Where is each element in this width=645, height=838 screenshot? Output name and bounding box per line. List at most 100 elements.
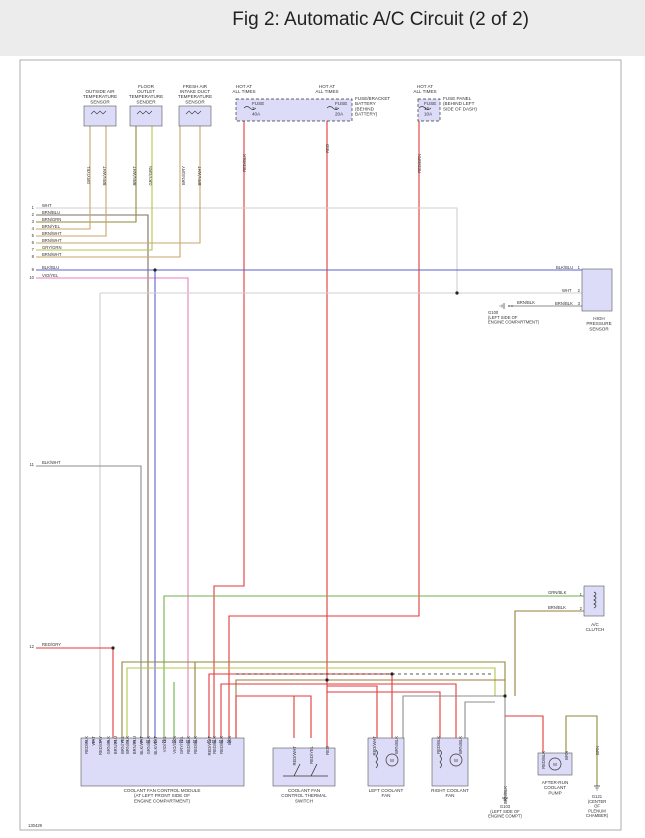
connector-pin-number: 6 [32,240,35,245]
splice-red [325,678,329,682]
thermal-switch-name: SWITCH [295,798,313,803]
wire-label: RED [325,144,330,153]
switch-wire-label: RED/YEL [309,745,314,764]
connector-pin-number: 11 [30,462,35,467]
connector-pin-number: 3 [32,219,35,224]
module-pin-number: 6 [121,739,124,744]
module-pin-wire: BLK/WHT [153,736,158,755]
module-pin-number: 12 [162,739,167,744]
clutch-coil-symbol [593,591,597,609]
ground-g100-label: G100 [488,310,499,315]
right-coolant-fan-name: FAN [446,793,455,798]
connector-pin-wire: BRN/YEL [42,224,61,229]
connector-pin-wire: BLK/WHT [42,460,61,465]
module-pin-number: 9 [140,739,143,744]
connector-pin-number: 2 [32,212,35,217]
connector-pin-wire: BRN/WHT [42,231,62,236]
hps-wire-label: BRN/BLK [555,301,573,306]
sensor-name: TEMPERATURE [129,94,163,99]
module-name: ENGINE COMPARTMENT) [134,798,190,803]
wire-red-blk-right-fan [327,691,441,738]
module-pin-wire: GRY/YEL [179,735,184,754]
thermistor-symbol [185,110,202,115]
fan-wire-label: RED/WHT [372,736,377,756]
wire-brn-blk-right-fan [464,701,495,738]
fan-wire-label: BRN/BLK [458,736,463,754]
switch-symbol [283,763,328,777]
temperature-sensor [129,105,163,127]
fuse-8-label: 8 [335,106,338,111]
resistor-symbol [439,749,442,769]
module-pin-wire: WHT [91,736,96,746]
module-pin-wire: RED/BLK [186,736,191,754]
connector-pin-number: 9 [32,267,35,272]
sensor-wire-label: GRY/YEL [86,165,91,184]
module-pin-number: 8 [133,739,136,744]
high-pressure-sensor-name: SENSOR [589,326,609,331]
module-pin-number: 7 [126,739,129,744]
left-coolant-fan-name: LEFT COOLANT [369,788,404,793]
sensor-name: TEMPERATURE [178,94,212,99]
g103-wire-label: BRN/BLK [503,786,508,804]
thermal-switch [272,747,336,787]
module-pin-number: 2 [92,739,95,744]
fuse-3-label: 3 [252,106,255,111]
sensor-name: INTAKE DUCT [180,89,210,94]
switch-wire-label: RED/WHT [292,746,297,766]
wire-vio-yel [36,277,189,738]
module-pin-number: 18 [212,739,217,744]
fuse-16-label: 10A [424,111,433,116]
high-pressure-sensor-name: HIGH [593,316,604,321]
motor-letter: M [390,758,394,763]
sensor-wire-label: BRN/WHT [197,166,202,186]
pump-name: AFTER-RUN [542,780,569,785]
sensor-name: SENSOR [90,99,110,104]
high-pressure-sensor [581,268,613,312]
hps-pin-number: 3 [578,301,581,306]
wire-brn-wht-2 [36,126,201,244]
motor-letter: M [454,758,458,763]
g121-wire-label: BRN [595,746,600,755]
module-pin-wire: RED/BLK [219,736,224,754]
temperature-sensor [83,105,117,127]
module-pin-number: 11 [153,739,158,744]
wire-red-wht-left-fan [327,685,378,738]
sensor-name: FLOOR [138,84,155,89]
module-pin-number: 1 [85,739,88,744]
fan-wire-label: BRN/BLK [394,736,399,754]
fuse-8-label: 20A [335,111,344,116]
fuse-bracket-location: (BEHIND [355,106,375,111]
clutch-wire-label: BRN/BLK [548,605,566,610]
fuse-16-label: FUSE [424,101,436,106]
after-run-coolant-pump [537,752,573,776]
module-pin-wire: BRN/BLU [132,736,137,754]
wire-brn-blk-left-fan [402,695,505,738]
wire-wht [36,207,458,293]
connector-pin-number: 5 [32,233,35,238]
temperature-sensor [178,105,212,127]
module-pin-wire: GRN/BLK [146,736,151,755]
clutch-wire-label: GRN/BLK [548,590,567,595]
resistor-symbol [375,749,378,769]
wire-label: RED/BLK [242,154,247,172]
wire-brn-wht [36,126,107,237]
module-pin-number: 3 [99,739,102,744]
splice-wht [455,291,459,295]
wire-grn-blk-clutch [163,595,584,738]
wire-brn-grn [36,126,137,223]
label-layer: OUTSIDE AIR TEMPERATURE SENSOR GRY/YEL BRN/W… [28,84,612,828]
wire-red-blk-pump [505,715,544,753]
ground-g121-label: (CENTER [588,799,607,804]
wire-blk-wht [36,465,142,738]
fuse-16-label: 16 [424,106,430,111]
pump-motor-symbol [548,757,562,771]
fan-wire-label: RED/BLK [436,736,441,754]
module-pin-number: 10 [146,739,151,744]
high-pressure-sensor-name: PRESSURE [586,321,611,326]
module-pin-wire: BRN [227,736,232,745]
connector-pin-wire: BRN/GRN [42,217,61,222]
connector-pin-number: 10 [29,275,34,280]
hot-at-all-times: HOT AT [319,84,335,89]
sensor-name: OUTSIDE AIR [85,89,115,94]
